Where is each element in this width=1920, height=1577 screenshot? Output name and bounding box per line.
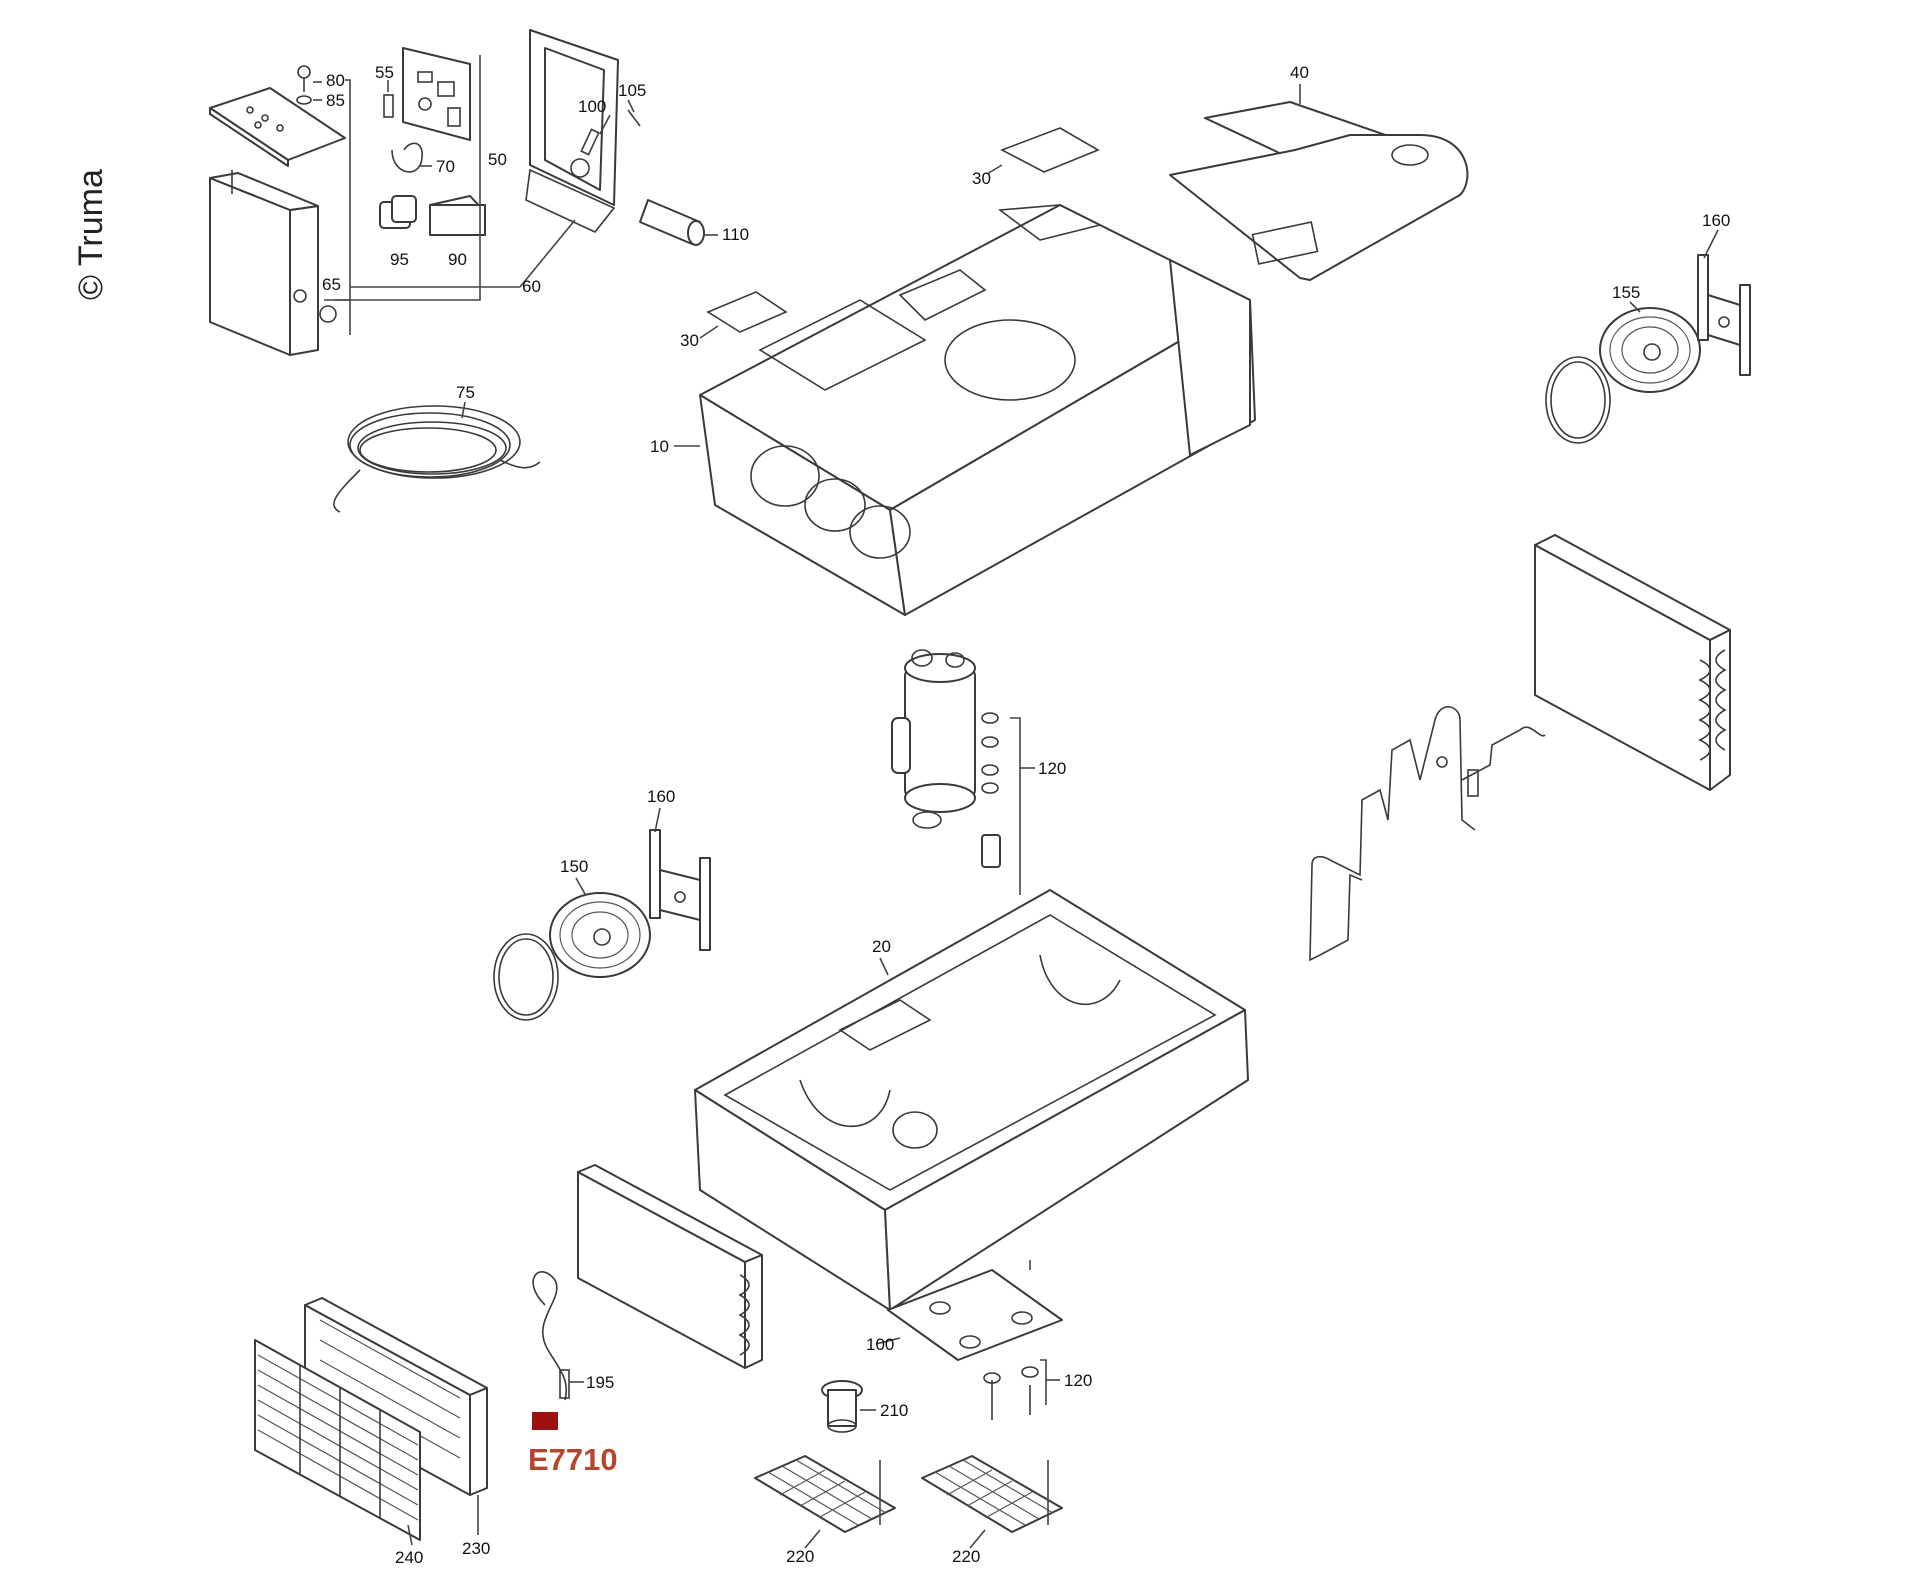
label-30b: 30 [680,331,699,350]
label-195: 195 [586,1373,614,1392]
gasket-30b [1000,127,1100,173]
label-105: 105 [618,81,646,100]
cable-loom [333,405,541,513]
label-55: 55 [375,63,394,82]
transformer-90 [429,195,486,236]
label-150: 150 [560,857,588,876]
highlight-code: E7710 [528,1442,618,1477]
capacitor-110 [639,199,705,246]
compressor [891,649,976,829]
copyright-text: © Truma [72,169,110,300]
fan-ring-150 [493,933,559,1021]
grille-220a [754,1455,896,1533]
label-75: 75 [456,383,475,402]
base-screws [983,1366,1039,1420]
gasket-30a [706,291,788,333]
label-70: 70 [436,157,455,176]
label-60: 60 [522,277,541,296]
fan-bracket-160b [649,829,711,951]
label-30a: 30 [972,169,991,188]
fan-bracket-160a [1697,254,1751,376]
label-10: 10 [650,437,669,456]
label-160b: 160 [647,787,675,806]
part-labels: 80 85 55 70 50 95 90 65 60 100 105 110 7… [322,63,1730,1567]
front-grille [254,1339,421,1541]
label-100a: 100 [578,97,606,116]
label-230: 230 [462,1539,490,1558]
screw-80 [296,65,312,105]
fuse-55 [383,94,394,118]
label-155: 155 [1612,283,1640,302]
label-210: 210 [880,1401,908,1420]
leader-lines [313,55,1719,1549]
label-65: 65 [322,275,341,294]
label-95: 95 [390,250,409,269]
label-160a: 160 [1702,211,1730,230]
label-80: 80 [326,71,345,90]
label-220b: 220 [952,1547,980,1566]
control-box-housing [209,170,337,356]
fan-ring-155 [1545,356,1611,444]
label-110: 110 [722,225,749,244]
label-90: 90 [448,250,467,269]
base-plate [887,1269,1063,1361]
label-120b: 120 [1064,1371,1092,1390]
label-85: 85 [326,91,345,110]
refrigerant-pipes [1309,706,1546,962]
screw-105 [627,109,641,127]
drain-plug [821,1380,863,1433]
fan-wheel-150 [549,892,651,978]
top-cover [1169,101,1469,281]
air-filter [304,1297,488,1496]
label-20: 20 [872,937,891,956]
top-housing [699,204,1256,616]
highlight-badge [532,1412,558,1430]
fan-wheel-155 [1599,307,1701,393]
compressor-washers [981,712,999,794]
compressor-foot [981,834,1001,868]
label-220a: 220 [786,1547,814,1566]
sensor-100 [580,128,600,156]
cover-plate [209,87,346,167]
label-100b: 100 [866,1335,894,1354]
capacitor-95 [379,195,417,229]
label-120a: 120 [1038,759,1066,778]
temperature-sensor-cable [532,1271,570,1401]
mounting-panel [525,29,619,233]
heat-exchanger-bottom [577,1164,763,1369]
heat-exchanger-right [1534,534,1731,791]
cable-70 [391,142,423,173]
label-40: 40 [1290,63,1309,82]
label-240: 240 [395,1548,423,1567]
circuit-board [402,47,471,141]
bottom-tray [694,889,1249,1311]
label-50: 50 [488,150,507,169]
grille-220b [921,1455,1063,1533]
